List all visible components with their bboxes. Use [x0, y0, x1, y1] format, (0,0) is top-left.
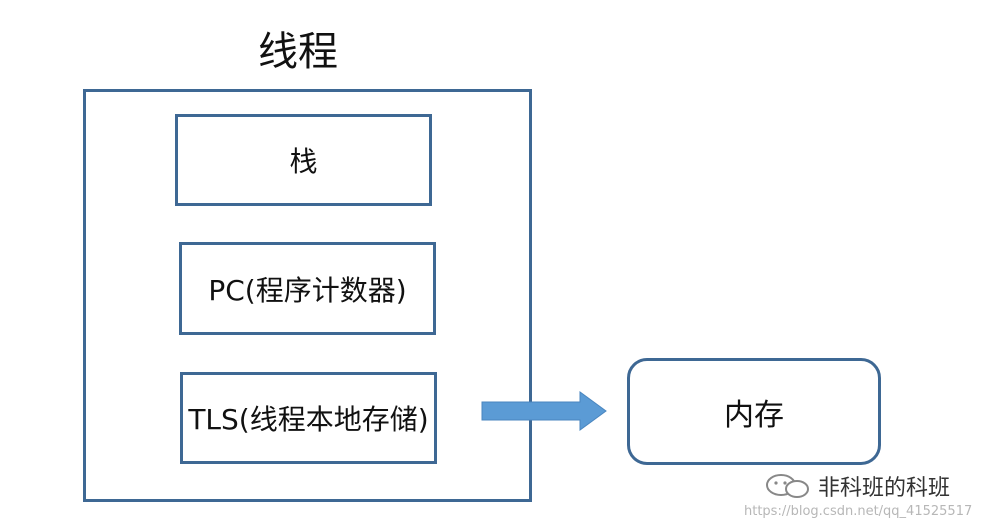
watermark-brand: 非科班的科班	[764, 470, 950, 502]
diagram-title: 线程	[258, 29, 338, 75]
program-counter-box: PC(程序计数器)	[179, 242, 436, 335]
memory-label: 内存	[724, 397, 784, 433]
thread-container	[83, 89, 532, 502]
watermark-url: https://blog.csdn.net/qq_41525517	[744, 504, 973, 519]
stack-label: 栈	[289, 145, 318, 178]
memory-box: 内存	[627, 358, 881, 465]
stack-box: 栈	[175, 114, 432, 206]
arrow-to-memory	[481, 391, 607, 431]
watermark-brand-text: 非科班的科班	[818, 476, 951, 501]
tls-box: TLS(线程本地存储)	[180, 372, 437, 464]
program-counter-label: PC(程序计数器)	[208, 273, 407, 307]
tls-label: TLS(线程本地存储)	[188, 403, 429, 436]
wechat-icon	[766, 474, 809, 498]
